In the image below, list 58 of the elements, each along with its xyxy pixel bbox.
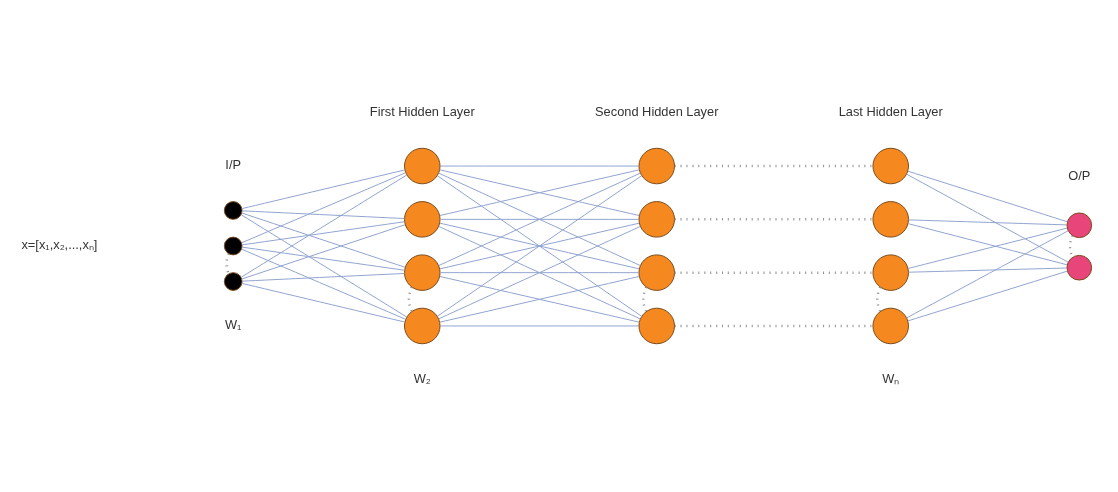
connector (241, 210, 405, 220)
connector (407, 286, 413, 312)
node-circle (404, 307, 441, 345)
connector (674, 271, 873, 274)
node-circle (872, 307, 909, 345)
connector (241, 272, 405, 282)
label: W₂ (413, 370, 431, 386)
connector (241, 212, 406, 268)
label: O/P (1068, 168, 1091, 184)
node-circle (223, 236, 243, 256)
connector (642, 286, 648, 312)
node-circle (638, 254, 675, 291)
connector (240, 214, 408, 318)
connector (436, 175, 643, 317)
connector (439, 218, 640, 220)
label: x=[x₁,x₂,...,xₙ] (21, 237, 98, 253)
connector (876, 286, 882, 312)
label: Last Hidden Layer (838, 104, 943, 120)
label: I/P (225, 157, 242, 173)
connector (439, 272, 640, 274)
connector (674, 218, 873, 221)
connector (241, 224, 406, 280)
node-circle (872, 147, 909, 185)
node-circle (1066, 254, 1093, 281)
connector (439, 165, 640, 167)
node-circle (404, 254, 441, 291)
connector (241, 246, 405, 271)
node-circle (638, 201, 675, 238)
connector (906, 173, 1069, 263)
connector (241, 221, 405, 246)
node-circle (872, 254, 909, 291)
connector (241, 248, 406, 320)
node-circle (638, 147, 675, 185)
connector (241, 282, 406, 323)
label: Wₙ (882, 370, 900, 386)
node-circle (1066, 212, 1093, 239)
node-circle (404, 147, 441, 185)
label: First Hidden Layer (369, 104, 475, 120)
node-circle (223, 272, 243, 291)
connector (439, 325, 640, 327)
connector (906, 230, 1069, 319)
connector (907, 270, 1068, 322)
connector (240, 174, 408, 278)
connector (907, 170, 1068, 223)
label: W₁ (224, 317, 242, 333)
connector (908, 267, 1068, 273)
connector (674, 164, 873, 168)
node-circle (638, 307, 675, 345)
connector (439, 222, 640, 270)
node-circle (404, 201, 441, 238)
connector (241, 169, 406, 210)
connector (241, 172, 406, 244)
connector (674, 324, 873, 328)
node-circle (872, 201, 909, 238)
label: Second Hidden Layer (595, 104, 719, 120)
connector (225, 253, 230, 275)
node-circle (223, 201, 243, 220)
connector (908, 219, 1068, 226)
